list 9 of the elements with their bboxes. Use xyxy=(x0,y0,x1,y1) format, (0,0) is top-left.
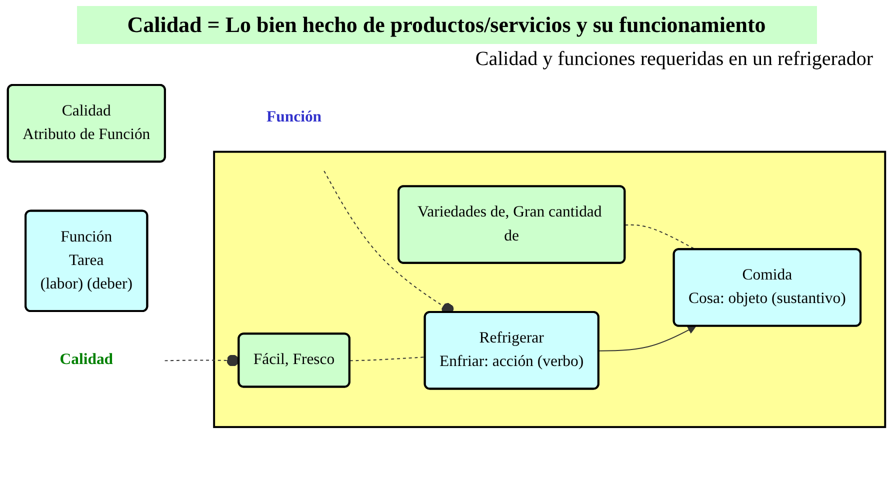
connector xyxy=(349,356,426,362)
node-text: Calidad xyxy=(60,351,114,368)
connector xyxy=(164,354,240,367)
title-banner: Calidad = Lo bien hecho de productos/servicios y su funcionamiento xyxy=(76,6,816,44)
node-text: Función xyxy=(266,108,322,126)
connector xyxy=(624,224,696,250)
subtitle-text: Calidad y funciones requeridas en un refrigerador xyxy=(474,48,873,71)
arrow xyxy=(598,326,696,352)
cluster xyxy=(213,150,886,428)
